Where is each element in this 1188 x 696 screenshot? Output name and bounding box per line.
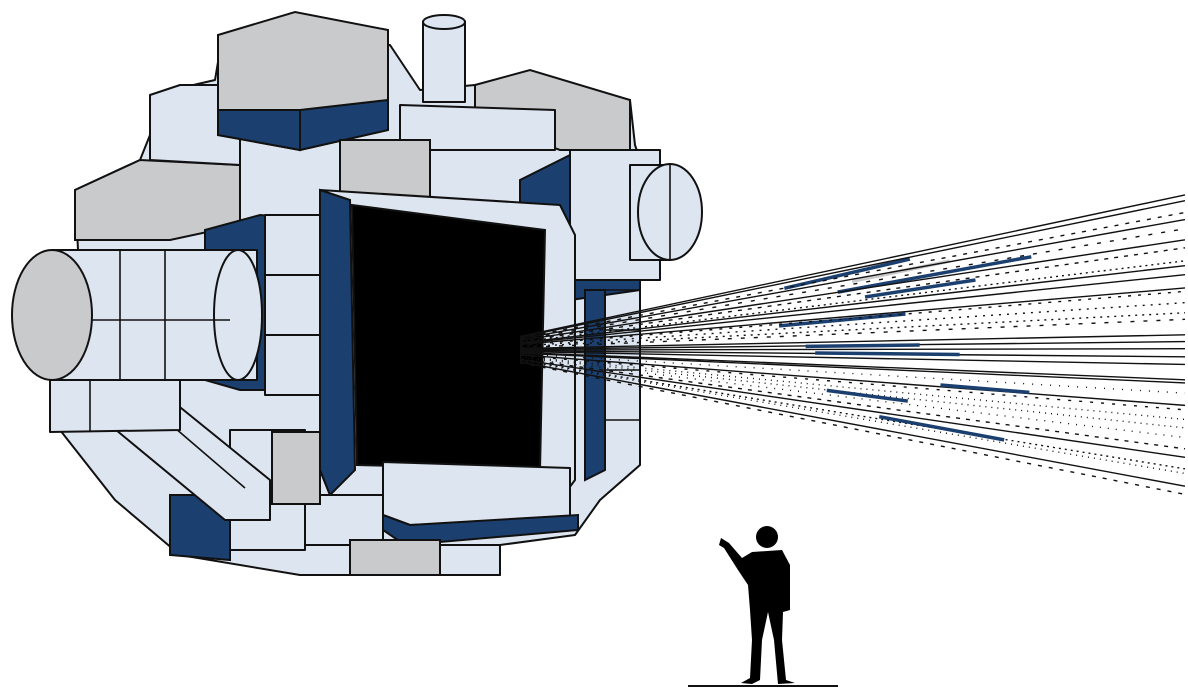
beam-line <box>519 260 1186 343</box>
beam-line <box>519 351 1186 381</box>
beam-line <box>519 239 1186 342</box>
light-beams <box>519 194 1186 496</box>
beam-line <box>519 200 1186 338</box>
chimney <box>422 21 466 103</box>
beam-line <box>519 353 1186 394</box>
beam-line <box>519 359 1186 470</box>
beam-line <box>519 194 1186 338</box>
beam-line <box>519 287 1186 346</box>
beam-line <box>519 361 1186 487</box>
beam-line <box>519 352 1186 384</box>
machine <box>11 10 703 576</box>
beam-line <box>519 264 1186 344</box>
beam-line <box>519 290 1186 346</box>
bottom-step <box>382 461 571 526</box>
beam-line <box>519 350 1186 366</box>
beam-line <box>519 354 1186 407</box>
beam-line <box>519 347 1186 351</box>
beam-line <box>519 358 1186 450</box>
beam-highlight <box>778 312 906 328</box>
beam-highlight <box>815 351 960 357</box>
portal-opening <box>350 203 547 472</box>
beam-highlight <box>878 414 1005 442</box>
beam-line <box>519 218 1186 340</box>
beam-line <box>519 358 1186 459</box>
beam-line <box>519 247 1186 342</box>
beam-line <box>519 312 1186 348</box>
beam-line <box>519 334 1186 350</box>
beam-line <box>519 228 1186 341</box>
beam-highlight <box>837 255 1032 294</box>
beam-line <box>519 211 1186 339</box>
beam-highlight <box>805 343 920 349</box>
beam-line <box>519 362 1186 496</box>
beam-highlight <box>826 388 909 403</box>
beam-highlight <box>784 257 911 291</box>
person-silhouette <box>688 526 838 687</box>
beam-highlight <box>940 383 1030 395</box>
beam-highlight <box>864 278 976 299</box>
beam-line <box>519 274 1186 345</box>
beam-line <box>519 354 1186 411</box>
